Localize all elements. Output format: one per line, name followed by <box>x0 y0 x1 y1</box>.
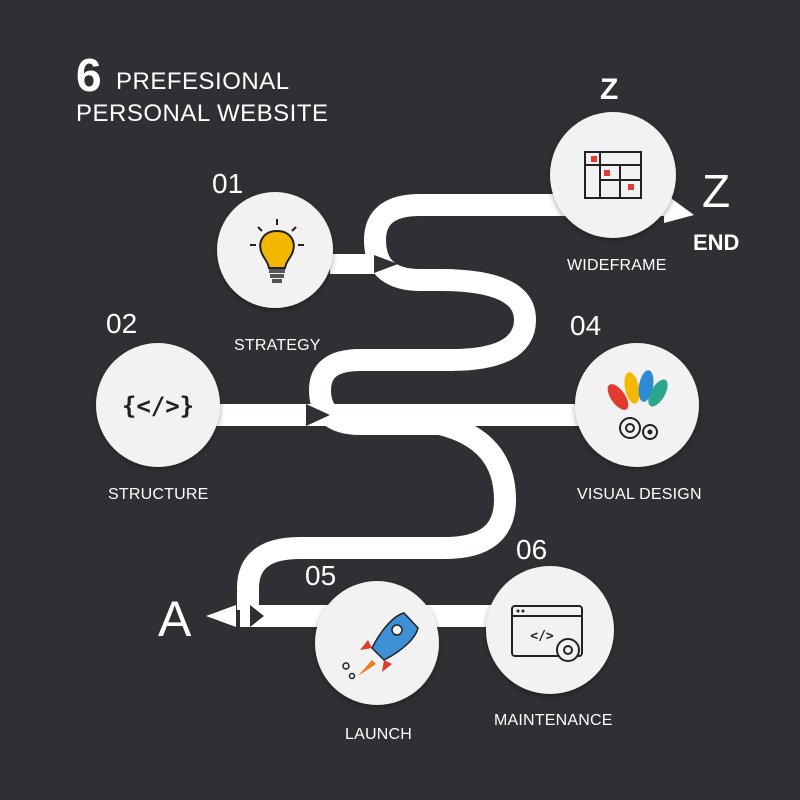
color-palette-gears-icon <box>607 370 668 440</box>
title-line-2: PERSONAL WEBSITE <box>76 100 329 127</box>
wireframe-icon <box>584 151 642 199</box>
connector-visual <box>330 404 590 426</box>
svg-text:</>: </> <box>530 629 554 644</box>
arrow-start-notch <box>250 605 264 627</box>
step-label-wideframe: WIDEFRAME <box>567 257 667 274</box>
arrow-structure <box>306 404 330 426</box>
connector-structure <box>210 404 330 426</box>
code-brackets-icon: {</>} <box>122 392 194 420</box>
step-label-structure: STRUCTURE <box>108 486 209 503</box>
step-number-strategy: 01 <box>212 168 244 199</box>
roadmap-path <box>237 194 670 621</box>
title-number: 6 <box>76 49 102 101</box>
arrow-strategy <box>374 255 398 273</box>
lightbulb-icon <box>250 219 304 283</box>
step-label-strategy: STRATEGY <box>234 337 321 354</box>
step-label-visual-design: VISUAL DESIGN <box>577 486 702 503</box>
step-label-launch: LAUNCH <box>345 726 412 743</box>
step-circle-visual-design <box>575 343 699 467</box>
browser-code-gear-icon: </> <box>511 605 583 662</box>
step-number-visual-design: 04 <box>570 310 602 341</box>
arrow-start <box>206 605 236 627</box>
step-circle-wideframe <box>550 112 676 238</box>
svg-text:{</>}: {</>} <box>122 392 194 420</box>
step-number-maintenance: 06 <box>516 534 548 565</box>
arrow-end <box>664 193 694 223</box>
step-circle-structure <box>96 343 220 467</box>
connector-strategy <box>330 254 385 274</box>
end-marker-top-letter: Z <box>600 73 619 106</box>
end-marker-label: END <box>693 230 740 255</box>
start-marker: A <box>158 591 192 647</box>
end-marker-letter: Z <box>702 165 731 217</box>
title-line-1: PREFESIONAL <box>116 68 290 95</box>
step-number-structure: 02 <box>106 308 138 339</box>
rocket-icon <box>342 612 419 680</box>
step-number-launch: 05 <box>305 560 337 591</box>
step-label-maintenance: MAINTENANCE <box>494 712 613 729</box>
